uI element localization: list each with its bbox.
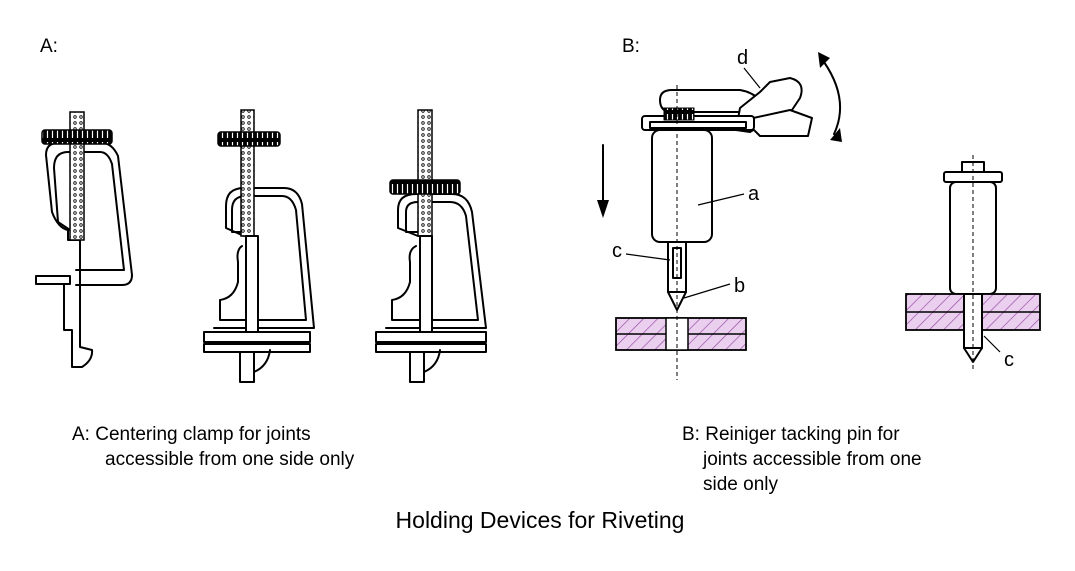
centering-clamp-3	[375, 109, 487, 383]
tacking-pin-inserted	[905, 155, 1041, 372]
tacking-pin-assembly	[615, 77, 813, 380]
centering-clamp-2	[203, 109, 315, 383]
panel-a-caption-line1: A: Centering clamp for joints	[72, 424, 311, 445]
panel-b-caption-line1: B: Reiniger tacking pin for	[682, 424, 900, 445]
panel-a-heading: A:	[40, 36, 58, 57]
label-d: d	[737, 47, 748, 69]
label-a: a	[748, 183, 760, 205]
figure-title: Holding Devices for Riveting	[396, 507, 685, 533]
panel-a-caption-line2: accessible from one side only	[105, 449, 355, 470]
panel-b-caption-line3: side only	[703, 474, 778, 495]
label-c: c	[612, 240, 622, 262]
panel-b-heading: B:	[622, 36, 640, 57]
label-c-inserted: c	[1004, 349, 1014, 371]
rotation-arrow	[818, 52, 842, 142]
label-b: b	[734, 275, 745, 297]
panel-b-caption-line2: joints accessible from one	[702, 449, 922, 470]
centering-clamp-1	[35, 111, 133, 368]
down-arrow	[597, 144, 609, 218]
